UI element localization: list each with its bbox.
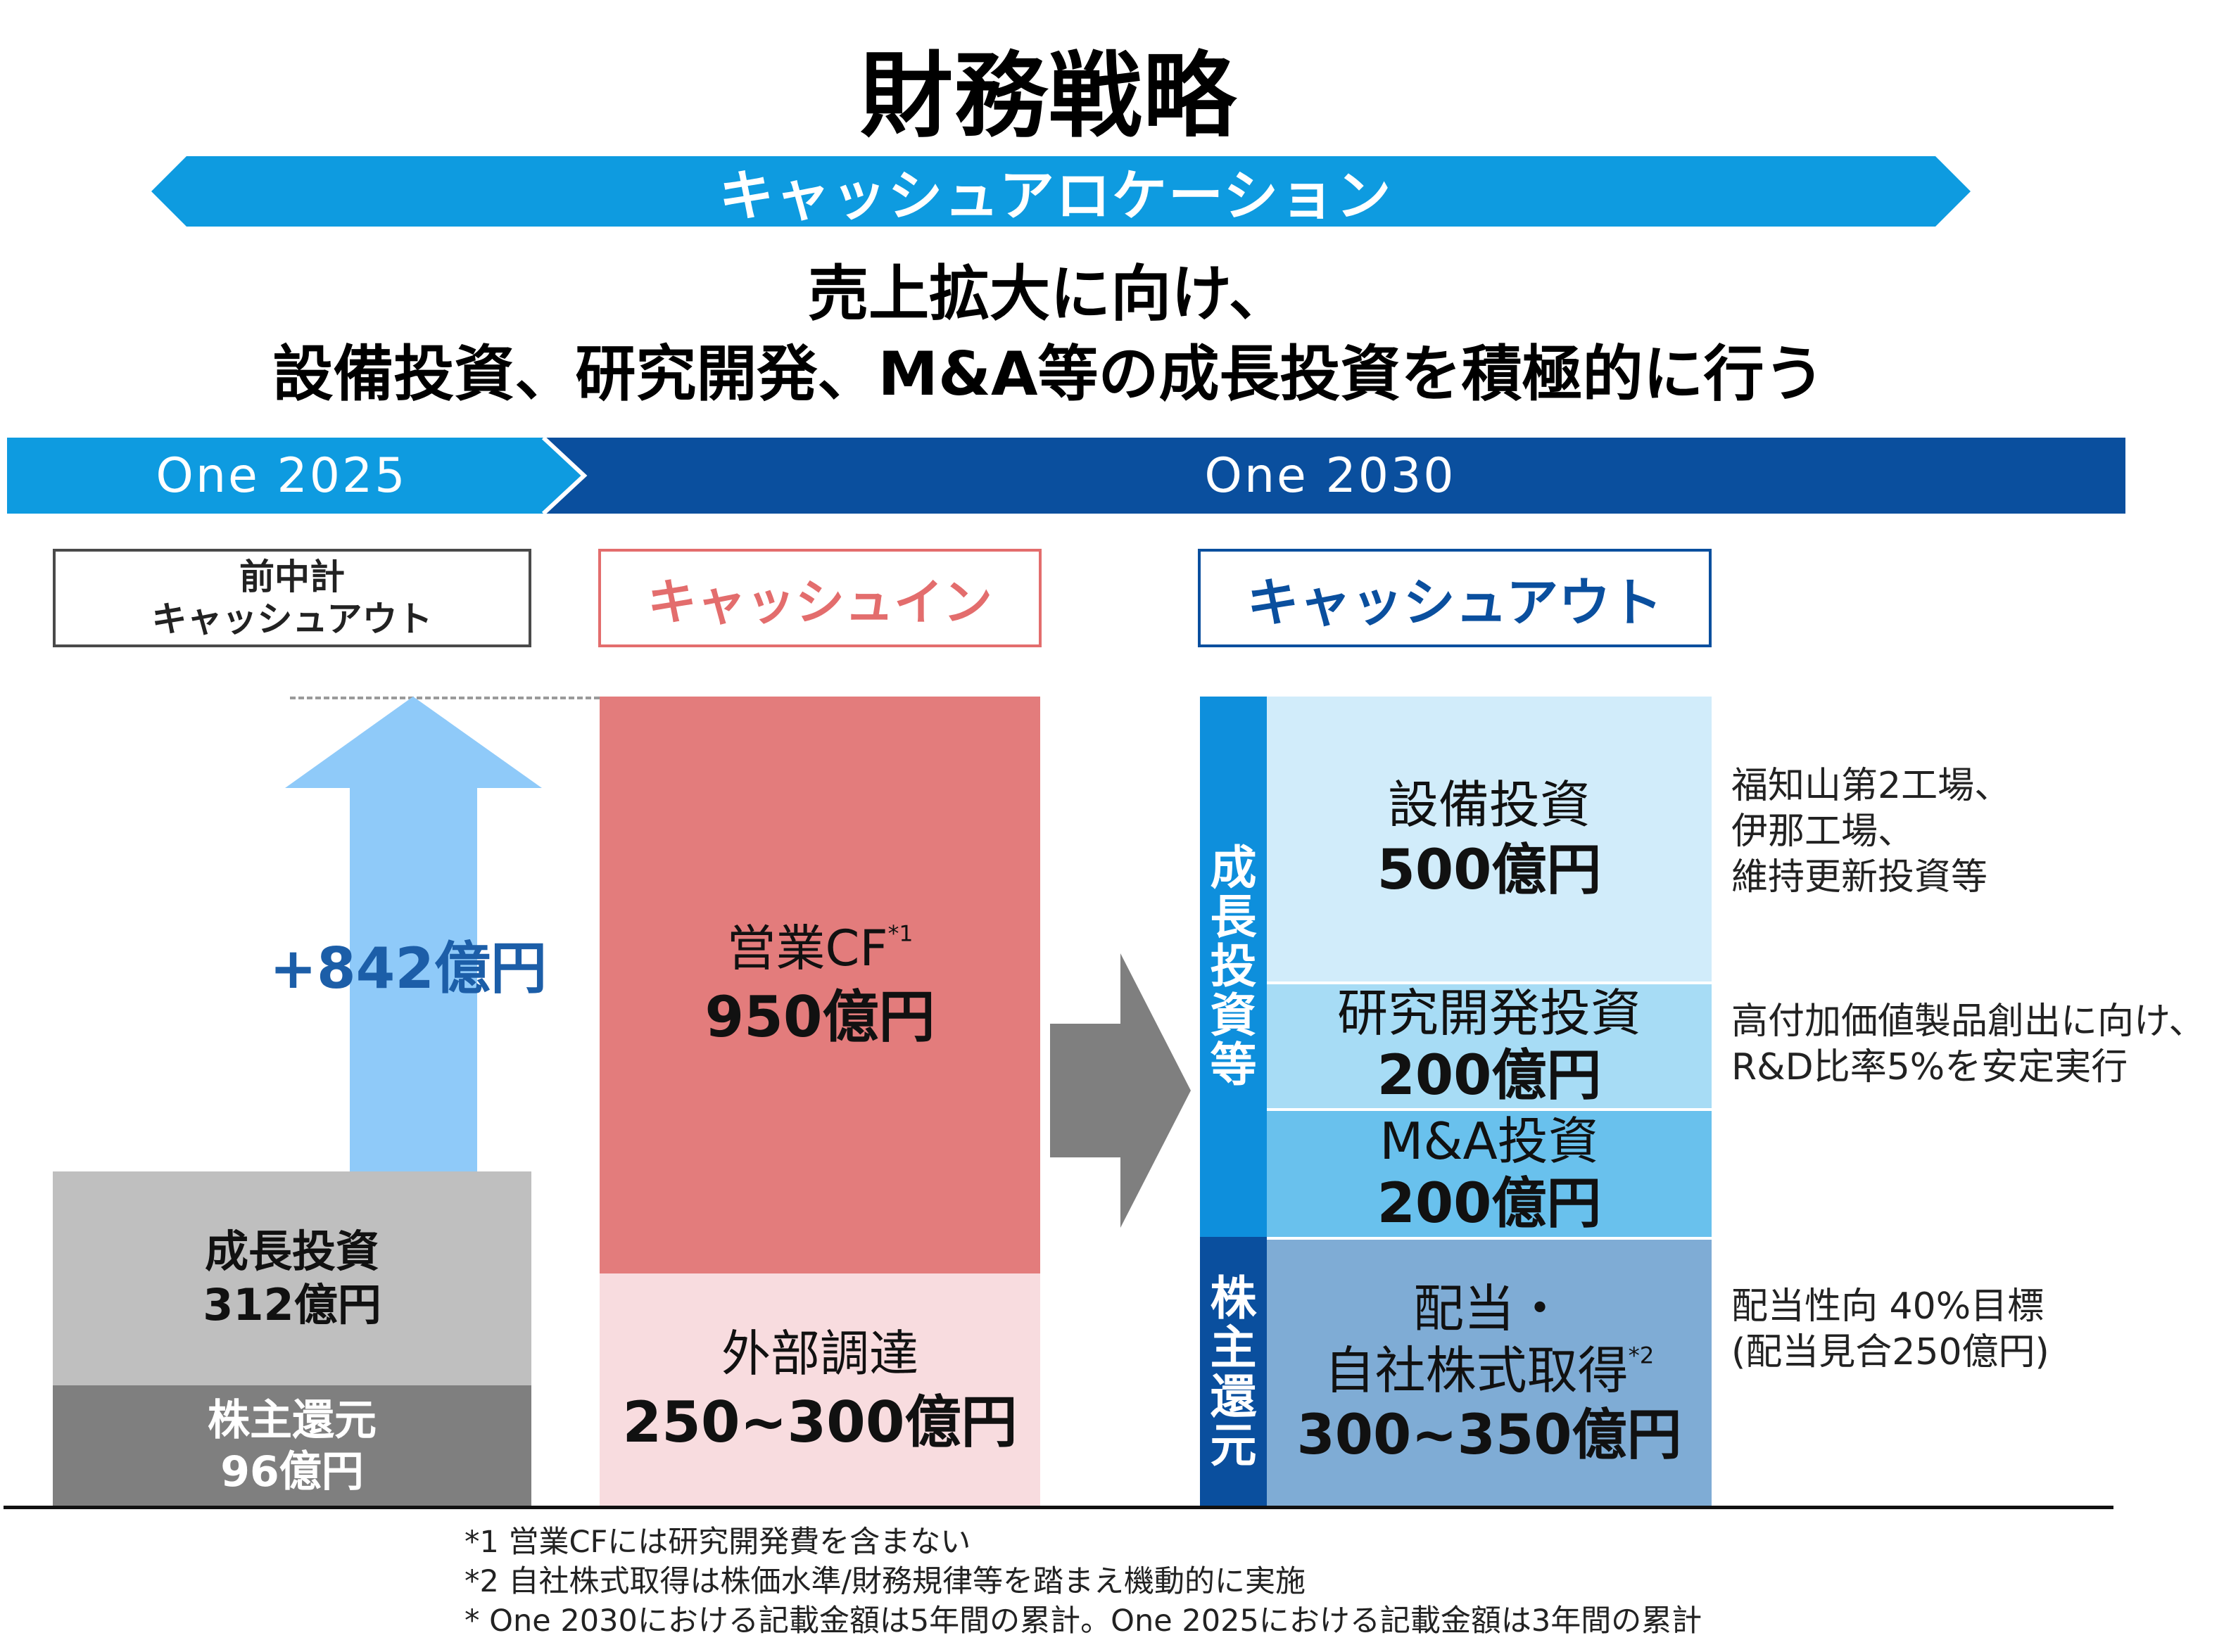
growth-investment-category-band: 成 長 投 資 等 bbox=[1200, 697, 1267, 1237]
rd-value: 200億円 bbox=[1377, 1044, 1602, 1108]
reference-dashed-line bbox=[290, 697, 600, 699]
footnote-2: *2 自社株式取得は株価水準/財務規律等を踏まえ機動的に実施 bbox=[464, 1563, 1306, 1599]
return-note: 配当性向 40%目標 (配当見合250億円) bbox=[1731, 1284, 2224, 1375]
prev-growth-value: 312億円 bbox=[203, 1279, 381, 1330]
prev-growth-investment-block: 成長投資 312億円 bbox=[53, 1171, 531, 1385]
prev-shareholder-value: 96億円 bbox=[220, 1447, 364, 1497]
rd-investment-block: 研究開発投資 200億円 bbox=[1267, 981, 1712, 1108]
ma-label: M&A投資 bbox=[1379, 1111, 1599, 1171]
ribbon-label: キャッシュアロケーション bbox=[719, 165, 1393, 228]
footnote-3: * One 2030における記載金額は5年間の累計。One 2025における記載… bbox=[464, 1603, 1702, 1639]
operating-cf-block: 営業CF*1 950億円 bbox=[600, 697, 1040, 1273]
shareholder-category-char-3: 還 bbox=[1210, 1369, 1257, 1424]
operating-cf-footnote-mark: *1 bbox=[887, 920, 914, 946]
ma-investment-block: M&A投資 200億円 bbox=[1267, 1108, 1712, 1237]
growth-category-char-3: 投 bbox=[1210, 939, 1257, 994]
capex-label: 設備投資 bbox=[1387, 775, 1591, 834]
rd-note-line-1: 高付加価値製品創出に向け、 bbox=[1731, 1000, 2206, 1043]
capex-note-line-3: 維持更新投資等 bbox=[1731, 856, 1988, 898]
header-previous-plan-line-1: 前中計 bbox=[239, 557, 345, 597]
growth-category-char-1: 成 bbox=[1210, 841, 1257, 896]
header-cash-out: キャッシュアウト bbox=[1198, 549, 1712, 647]
footnotes: *1 営業CFには研究開発費を含まない *2 自社株式取得は株価水準/財務規律等… bbox=[464, 1523, 2154, 1641]
header-previous-plan-cash-out: 前中計 キャッシュアウト bbox=[53, 549, 531, 647]
flow-right-arrow bbox=[1050, 953, 1191, 1228]
increase-amount-label: +842億円 bbox=[269, 936, 548, 1001]
cash-allocation-ribbon bbox=[151, 156, 1971, 227]
growth-category-char-5: 等 bbox=[1210, 1037, 1257, 1092]
shareholder-category-char-1: 株 bbox=[1210, 1271, 1257, 1326]
growth-category-char-2: 長 bbox=[1210, 890, 1257, 945]
footnote-1: *1 営業CFには研究開発費を含まない bbox=[464, 1525, 971, 1560]
ma-value: 200億円 bbox=[1377, 1171, 1602, 1235]
phase-label-one2030: One 2030 bbox=[1204, 447, 1456, 504]
operating-cf-label-row: 営業CF*1 bbox=[727, 917, 914, 981]
phase-label-one2025: One 2025 bbox=[156, 447, 407, 504]
capex-note-line-1: 福知山第2工場、 bbox=[1731, 765, 2011, 807]
operating-cf-value: 950億円 bbox=[704, 984, 935, 1050]
shareholder-category-char-2: 主 bbox=[1210, 1320, 1257, 1375]
capex-value: 500億円 bbox=[1377, 838, 1602, 902]
growth-category-char-4: 資 bbox=[1210, 988, 1257, 1043]
operating-cf-label: 営業CF bbox=[726, 919, 888, 977]
dividend-buyback-block: 配当・ 自社株式取得*2 300~350億円 bbox=[1267, 1237, 1712, 1508]
rd-note-line-2: R&D比率5%を安定実行 bbox=[1731, 1046, 2128, 1088]
phase-bar-one2025 bbox=[7, 436, 588, 516]
prev-shareholder-label: 株主還元 bbox=[208, 1395, 377, 1445]
external-financing-value: 250~300億円 bbox=[622, 1390, 1018, 1455]
headline-line-1: 売上拡大に向け、 bbox=[808, 258, 1289, 329]
return-label-line-1: 配当・ bbox=[1412, 1279, 1565, 1339]
return-footnote-mark: *2 bbox=[1628, 1342, 1655, 1369]
external-financing-block: 外部調達 250~300億円 bbox=[600, 1273, 1040, 1508]
chart-baseline bbox=[4, 1506, 2113, 1509]
external-financing-label: 外部調達 bbox=[721, 1325, 918, 1383]
rd-label: 研究開発投資 bbox=[1336, 984, 1641, 1043]
capex-note: 福知山第2工場、 伊那工場、 維持更新投資等 bbox=[1731, 763, 2224, 901]
return-label-row-2: 自社株式取得*2 bbox=[1325, 1340, 1655, 1402]
rd-note: 高付加価値製品創出に向け、 R&D比率5%を安定実行 bbox=[1731, 999, 2224, 1091]
capex-note-line-2: 伊那工場、 bbox=[1731, 811, 1915, 853]
shareholder-return-category-band: 株 主 還 元 bbox=[1200, 1237, 1267, 1508]
shareholder-category-char-4: 元 bbox=[1210, 1418, 1257, 1473]
phase-bar-one2030 bbox=[542, 438, 2125, 514]
page-title: 財務戦略 bbox=[860, 42, 1237, 151]
headline-line-2: 設備投資、研究開発、M&A等の成長投資を積極的に行う bbox=[272, 339, 1825, 409]
return-value: 300~350億円 bbox=[1296, 1403, 1682, 1467]
prev-growth-label: 成長投資 bbox=[204, 1226, 379, 1278]
return-label-line-2: 自社株式取得 bbox=[1324, 1340, 1629, 1400]
increase-up-arrow bbox=[285, 697, 542, 1171]
header-previous-plan-line-2: キャッシュアウト bbox=[151, 599, 433, 640]
return-note-line-2: (配当見合250億円) bbox=[1731, 1331, 2049, 1373]
prev-shareholder-return-block: 株主還元 96億円 bbox=[53, 1385, 531, 1508]
header-cash-in: キャッシュイン bbox=[598, 549, 1042, 647]
return-note-line-1: 配当性向 40%目標 bbox=[1731, 1285, 2044, 1328]
headline: 売上拡大に向け、 設備投資、研究開発、M&A等の成長投資を積極的に行う bbox=[0, 253, 2097, 415]
capex-block: 設備投資 500億円 bbox=[1267, 697, 1712, 981]
